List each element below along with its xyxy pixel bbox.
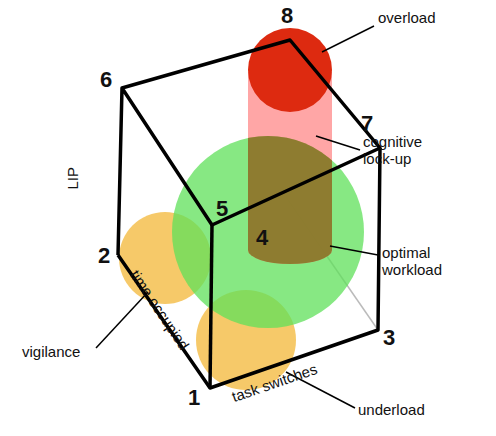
- callout-number: 1: [188, 386, 200, 410]
- state-label: cognitive lock-up: [363, 134, 443, 167]
- state-label: overload: [378, 10, 436, 27]
- state-label: underload: [358, 402, 425, 419]
- state-label: vigilance: [22, 344, 80, 361]
- callout-number: 3: [383, 326, 395, 350]
- callout-number: 7: [361, 112, 373, 136]
- state-label: optimal workload: [382, 245, 472, 278]
- callout-number: 8: [281, 4, 293, 28]
- callout-number: 5: [216, 197, 228, 221]
- callout-number: 4: [256, 226, 268, 250]
- axis-label: LIP: [65, 167, 82, 190]
- callout-number: 2: [98, 244, 110, 268]
- callout-number: 6: [100, 68, 112, 92]
